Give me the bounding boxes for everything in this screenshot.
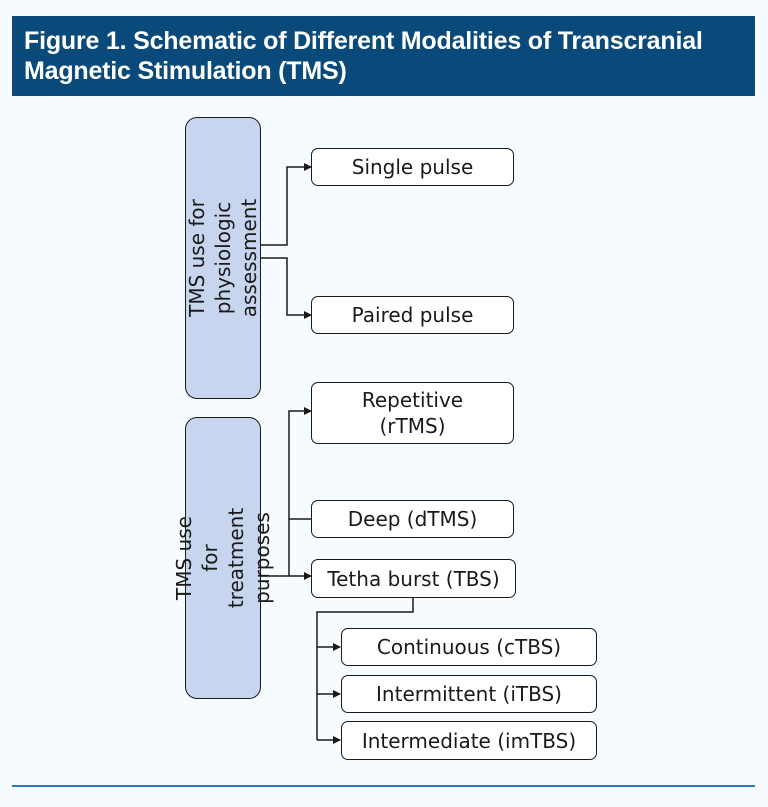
node-continuous: Continuous (cTBS) — [341, 628, 597, 666]
connector-repetitive — [261, 407, 312, 577]
node-theta-burst: Tetha burst (TBS) — [311, 559, 516, 598]
node-intermediate: Intermediate (imTBS) — [341, 721, 597, 760]
figure-title-bar: Figure 1. Schematic of Different Modalit… — [12, 16, 755, 96]
node-deep: Deep (dTMS) — [311, 500, 514, 538]
bottom-rule — [12, 785, 755, 787]
node-intermittent: Intermittent (iTBS) — [341, 675, 597, 713]
connector-tbs-trunk — [316, 598, 414, 740]
category-treatment-purposes: TMS use for treatment purposes — [172, 417, 274, 699]
category-physiologic-assessment: TMS use for physiologic assessment — [185, 117, 261, 399]
node-repetitive: Repetitive (rTMS) — [311, 382, 514, 444]
connector-single-pulse — [261, 257, 312, 319]
node-single-pulse: Single pulse — [311, 148, 514, 186]
node-paired-pulse: Paired pulse — [311, 296, 514, 334]
figure-title: Figure 1. Schematic of Different Modalit… — [24, 27, 703, 85]
category-physiologic-assessment-label: TMS use for physiologic assessment — [185, 198, 261, 318]
connector-assessment — [261, 163, 312, 246]
category-treatment-purposes-label: TMS use for treatment purposes — [172, 507, 274, 609]
